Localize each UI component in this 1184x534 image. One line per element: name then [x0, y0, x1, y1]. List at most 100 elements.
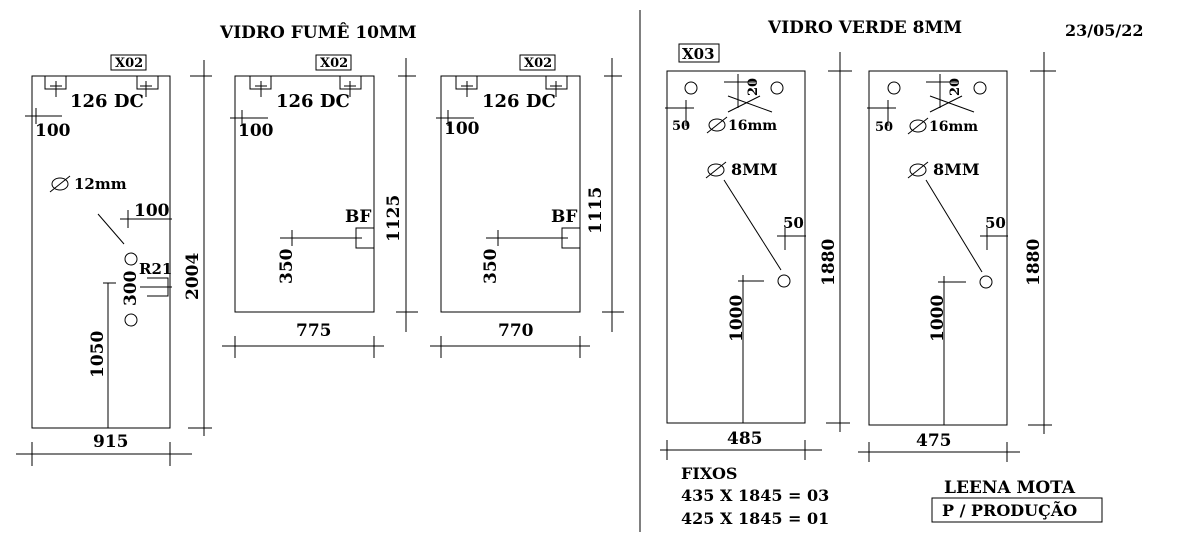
height-dimension-line	[826, 52, 852, 432]
height-dimension-line	[1028, 52, 1056, 434]
dimension-line	[120, 210, 172, 228]
panel-height: 1880	[819, 239, 839, 286]
fixed-panels-list: FIXOS 435 X 1845 = 03 425 X 1845 = 01	[681, 464, 829, 528]
hinge-cutout	[339, 76, 362, 97]
hinge-label: 126 DC	[482, 91, 556, 112]
panel-tag: X03	[682, 45, 715, 63]
drill-hole	[973, 81, 987, 95]
dimension-line	[103, 282, 116, 428]
radius-label: R21	[139, 260, 172, 278]
dim-top-small: 20	[746, 78, 761, 96]
width-dimension-line	[858, 442, 1020, 462]
leader-line	[97, 213, 125, 245]
panel-width: 915	[93, 432, 129, 452]
dim-hole-height: 1000	[928, 295, 948, 342]
dimension-line	[486, 230, 568, 246]
diameter-icon	[909, 163, 927, 177]
dim-top-offset: 100	[35, 121, 71, 141]
signature-block: LEENA MOTA P / PRODUÇÃO	[931, 478, 1103, 523]
panel-tag: X02	[320, 56, 348, 71]
width-dimension-line	[430, 336, 590, 358]
dimension-line	[280, 230, 362, 246]
panel-outline	[666, 70, 806, 424]
panel-outline	[234, 75, 375, 313]
panel-width: 775	[296, 321, 332, 341]
dim-hole-side: 50	[783, 214, 804, 232]
panel-width: 485	[727, 429, 763, 449]
dimension-line	[724, 74, 756, 108]
width-dimension-line	[660, 440, 822, 460]
lock-label: BF	[345, 207, 371, 227]
dim-spacing: 300	[121, 270, 141, 306]
panel-width: 475	[916, 431, 952, 451]
panel-tag: X02	[115, 56, 143, 71]
panel-tag: X02	[524, 56, 552, 71]
drill-hole	[887, 81, 901, 95]
dim-lock-height: 350	[277, 248, 297, 284]
panel-tag-box	[519, 54, 556, 71]
panel-height: 1125	[384, 195, 404, 242]
drawing-date: 23/05/22	[1065, 21, 1143, 40]
dimension-line	[926, 74, 958, 108]
panel-height: 2004	[183, 253, 203, 300]
panel-tag-box	[315, 54, 352, 71]
panel-outline	[31, 75, 171, 429]
width-dimension-line	[222, 336, 384, 358]
leader-line	[929, 95, 975, 113]
diameter-icon	[51, 177, 69, 191]
drill-hole	[124, 252, 138, 266]
hinge-cutout	[249, 76, 272, 97]
lock-cutout	[140, 277, 172, 297]
lock-label: BF	[551, 207, 577, 227]
diameter-icon	[708, 118, 726, 132]
dim-top-offset: 100	[444, 119, 480, 139]
dimension-line	[938, 276, 966, 425]
hole-label: 8MM	[731, 160, 778, 179]
height-dimension-line	[188, 60, 212, 436]
drill-hole	[770, 81, 784, 95]
width-dimension-line	[16, 442, 192, 466]
hinge-cutout	[136, 76, 159, 97]
height-dimension-line	[602, 58, 624, 332]
role-box	[931, 497, 1103, 523]
leader-line	[727, 95, 773, 113]
dim-hole-offset: 100	[134, 201, 170, 221]
dimension-line	[867, 100, 896, 126]
signature-role: P / PRODUÇÃO	[942, 499, 1077, 520]
dim-hole-side: 50	[985, 214, 1006, 232]
diameter-icon	[707, 163, 725, 177]
dim-lock-height: 350	[481, 248, 501, 284]
dim-top-offset: 100	[238, 121, 274, 141]
dimension-line	[777, 228, 806, 250]
hole-label: 12mm	[74, 175, 127, 193]
panel-tag-box	[110, 54, 147, 71]
dim-top-small: 20	[948, 78, 963, 96]
dimension-line	[665, 100, 694, 126]
glass-panel-2: X02 126 DC 100 BF 350 775 1125	[222, 54, 418, 358]
drill-hole	[979, 275, 993, 289]
panel-tag-box	[678, 43, 720, 63]
drill-hole	[777, 274, 791, 288]
fixos-line-2: 425 X 1845 = 01	[681, 509, 829, 528]
left-section-title: VIDRO FUMÊ 10MM	[219, 22, 417, 43]
hinge-label: 126 DC	[276, 91, 350, 112]
dimension-line	[980, 228, 1008, 250]
drill-hole	[684, 81, 698, 95]
dim-side: 50	[875, 120, 893, 135]
dimension-line	[230, 110, 268, 126]
height-dimension-line	[396, 58, 418, 332]
hole-large-label: 16mm	[728, 118, 777, 134]
panel-outline	[440, 75, 581, 313]
glass-panel-5: 20 50 16mm 8MM 50 1000 475 1880	[858, 52, 1056, 462]
right-section-title: VIDRO VERDE 8MM	[767, 18, 962, 38]
dim-hole-height: 1000	[727, 295, 747, 342]
panel-height: 1880	[1024, 239, 1044, 286]
leader-line	[723, 179, 782, 271]
signature-name: LEENA MOTA	[944, 478, 1076, 498]
glass-panel-1: X02 126 DC 100 12mm 100 R21 300 1050 915…	[16, 54, 212, 466]
glass-panel-3: X02 126 DC 100 BF 350 770 1115	[430, 54, 624, 358]
glass-panel-4: X03 20 50 16mm 8MM 50 1000 485 1880	[660, 43, 852, 460]
diameter-icon	[909, 119, 927, 133]
hole-large-label: 16mm	[929, 119, 978, 135]
